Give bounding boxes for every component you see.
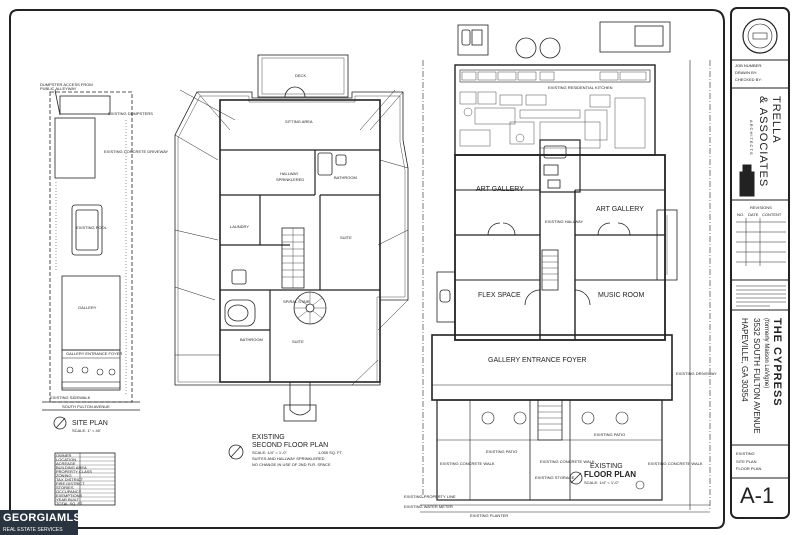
label-water-meter: EXISTING WATER METER — [404, 504, 453, 509]
room-music-room: MUSIC ROOM — [598, 292, 645, 299]
label-existing-storage: EXISTING STORAGE — [535, 475, 575, 480]
site-label-foyer: GALLERY ENTRANCE FOYER — [66, 351, 123, 356]
sheet-border — [9, 9, 725, 529]
sheet-number: A-1 — [740, 483, 775, 508]
second-floor-title-existing: EXISTING — [252, 434, 285, 441]
second-floor-note-1: SUITES AND HALLWAY SPRINKLERED — [252, 456, 325, 461]
project-address-1: 3532 SOUTH FULTON AVENUE — [752, 318, 761, 434]
sheet-title-floor-plan: FLOOR PLAN — [736, 466, 762, 471]
second-floor-drawing — [174, 54, 409, 460]
drawn-by-field: DRAWN BY: — [735, 70, 758, 75]
site-table-row: YEAR BUILT — [56, 497, 80, 502]
georgiamls-watermark: GEORGIAMLS REAL ESTATE SERVICES — [0, 510, 82, 535]
room-hallway-sprinklered: SPRINKLERED — [276, 177, 305, 182]
architect-name-1: TRELLA — [770, 96, 782, 144]
site-dumpster-note: DUMPSTER ACCESS FROM PUBLIC ALLEYWAY — [40, 82, 93, 91]
site-label-gallery: GALLERY — [78, 305, 97, 310]
site-table-row: ZONING — [56, 473, 72, 478]
revisions-col-content: CONTENT — [762, 212, 782, 217]
room-gallery-entrance-foyer: GALLERY ENTRANCE FOYER — [488, 357, 587, 364]
label-concrete-walk-right: EXISTING CONCRETE WALK — [648, 461, 703, 466]
project-alt-name: (formerly Maison LaVigne) — [763, 318, 769, 389]
label-concrete-walk-mid: EXISTING CONCRETE WALK — [540, 459, 595, 464]
room-patio-right: EXISTING PATIO — [594, 432, 626, 437]
seal-icon — [742, 18, 778, 54]
site-table-row: FIRE DISTRICT — [56, 481, 85, 486]
second-floor-area: 1,055 SQ. FT. — [318, 450, 343, 455]
site-plan-drawing — [42, 89, 140, 506]
job-number-field: JOB NUMBER: — [735, 63, 763, 68]
first-floor-title-existing: EXISTING — [590, 463, 623, 470]
site-label-sidewalk: EXISTING SIDEWALK — [50, 395, 91, 400]
sheet-title-site-plan: SITE PLAN — [736, 459, 757, 464]
site-table-row: EXEMPTIONS — [56, 493, 83, 498]
label-planter: EXISTING PLANTER — [470, 513, 509, 518]
site-label-driveway: EXISTING CONCRETE DRIVEWAY — [104, 149, 169, 154]
room-kitchen: EXISTING RESIDENTIAL KITCHEN — [548, 85, 613, 90]
first-floor-drawing — [420, 21, 711, 513]
project-name: THE CYPRESS — [771, 318, 783, 407]
second-floor-scale: SCALE: 1/4" = 1'-0" — [252, 450, 287, 455]
room-existing-hallway: EXISTING HALLWAY — [545, 219, 584, 224]
revisions-header: REVISIONS — [750, 205, 772, 210]
second-floor-title: SECOND FLOOR PLAN — [252, 442, 329, 449]
site-label-pool: EXISTING POOL — [76, 225, 107, 230]
site-table-row: OWNER — [56, 453, 72, 458]
architect-name-3: ARCHITECTS — [749, 120, 754, 156]
site-table-row: STORIES — [56, 485, 74, 490]
checked-by-field: CHECKED BY: — [735, 77, 762, 82]
site-table-row: BUILDING AREA — [56, 465, 87, 470]
label-property-line: EXISTING PROPERTY LINE — [404, 494, 456, 499]
room-sitting-area: SITTING AREA — [285, 119, 313, 124]
revisions-col-no: NO. — [737, 212, 745, 217]
second-floor-note-2: NO CHANGE IN USE OF 2ND FLR. SPACE — [252, 462, 331, 467]
room-suite-lower: SUITE — [292, 339, 304, 344]
watermark-tagline: REAL ESTATE SERVICES — [3, 527, 63, 533]
room-bathroom-lower: BATHROOM — [240, 337, 263, 342]
label-concrete-walk-left: EXISTING CONCRETE WALK — [440, 461, 495, 466]
label-existing-driveway: EXISTING DRIVEWAY — [676, 371, 717, 376]
room-suite-upper: SUITE — [340, 235, 352, 240]
sheet-existing-label: EXISTING — [736, 451, 755, 456]
revisions-col-date: DATE — [748, 212, 759, 217]
site-street-name: SOUTH FULTON AVENUE — [62, 404, 110, 409]
site-table-row: LOCATION — [56, 457, 77, 462]
room-flex-space: FLEX SPACE — [478, 292, 521, 299]
first-floor-scale: SCALE: 1/4" = 1'-0" — [584, 480, 619, 485]
site-table-row: OCCUPANCY — [56, 489, 82, 494]
watermark-brand: GEORGIAMLS — [3, 512, 82, 524]
room-patio-left: EXISTING PATIO — [486, 449, 518, 454]
site-plan-title: SITE PLAN — [72, 420, 108, 427]
room-art-gallery-left: ART GALLERY — [476, 186, 524, 193]
architect-seal — [740, 16, 780, 56]
room-hallway: HALLWAY — [280, 171, 299, 176]
site-table-row: PROPERTY CLASS — [56, 469, 93, 474]
title-block-border — [730, 7, 790, 519]
room-spiral-stair: SPIRAL STAIR — [283, 299, 310, 304]
site-table-row: TOTAL SQ. FT. — [56, 501, 84, 506]
first-floor-title: FLOOR PLAN — [584, 470, 636, 479]
site-label-dumpsters: EXISTING DUMPSTERS — [108, 111, 153, 116]
room-deck: DECK — [295, 73, 307, 78]
site-table-row: ACREAGE — [56, 461, 76, 466]
room-art-gallery-right: ART GALLERY — [596, 206, 644, 213]
room-laundry: LAUNDRY — [230, 224, 250, 229]
site-plan-scale: SCALE: 1" = 40' — [72, 428, 101, 433]
site-table-row: TAX DISTRICT — [56, 477, 84, 482]
architect-name-2: & ASSOCIATES — [757, 96, 769, 188]
project-address-2: HAPEVILLE, GA 30354 — [740, 318, 749, 402]
room-bathroom-upper: BATHROOM — [334, 175, 357, 180]
